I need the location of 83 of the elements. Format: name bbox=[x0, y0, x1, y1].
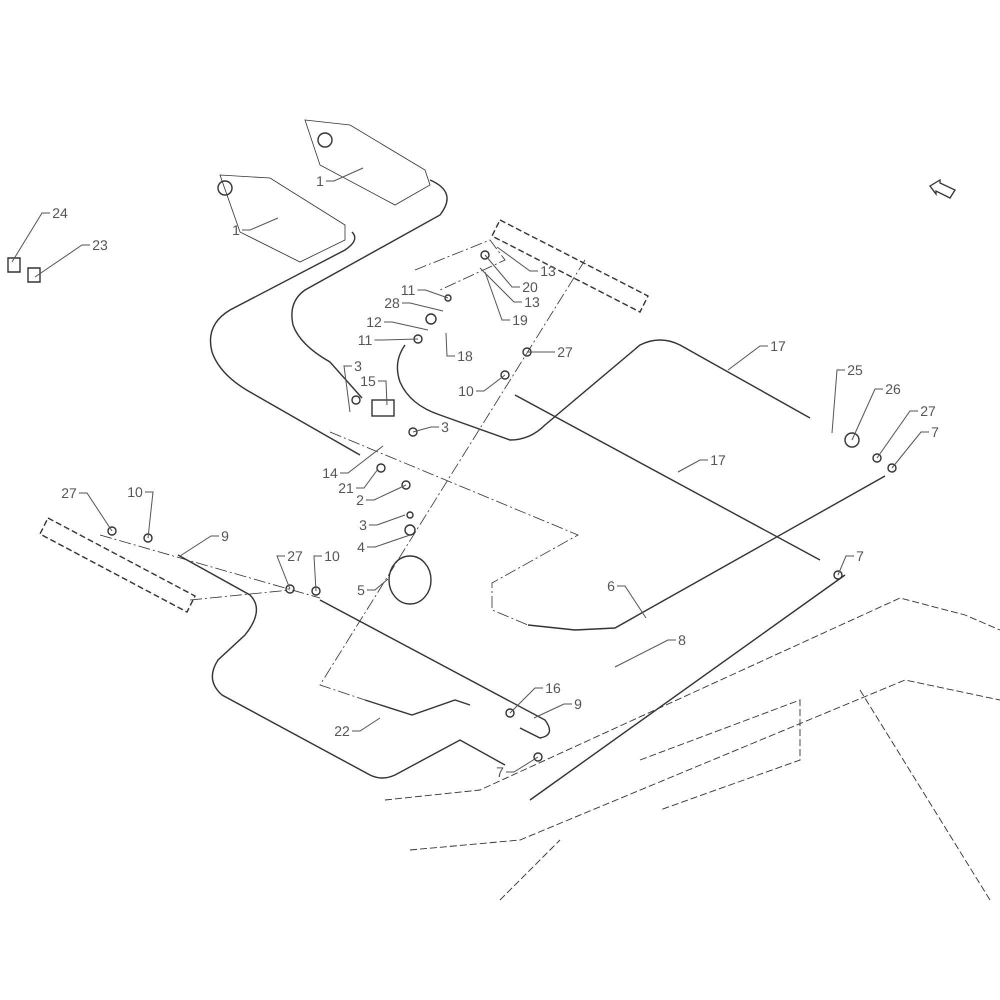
leader-line bbox=[326, 168, 364, 182]
callout-number: 2 bbox=[356, 493, 364, 507]
leader-line bbox=[366, 534, 410, 548]
leader-line bbox=[446, 332, 456, 356]
leader-line bbox=[402, 302, 444, 312]
leader-line bbox=[343, 366, 352, 412]
callout-number: 10 bbox=[458, 384, 474, 398]
leader-line bbox=[678, 460, 708, 472]
callout-number: 9 bbox=[574, 697, 582, 711]
leader-line bbox=[832, 370, 846, 434]
callout-number: 1 bbox=[316, 174, 324, 188]
callout-number: 27 bbox=[920, 404, 936, 418]
leader-line bbox=[374, 338, 418, 340]
callout-number: 3 bbox=[354, 359, 362, 373]
leader-line bbox=[614, 640, 676, 668]
callout-number: 11 bbox=[358, 333, 372, 347]
leader-line bbox=[384, 322, 428, 330]
callout-number: 3 bbox=[359, 518, 367, 532]
leader-line bbox=[892, 432, 930, 468]
callout-number: 18 bbox=[457, 349, 473, 363]
callout-number: 22 bbox=[334, 724, 350, 738]
callout-number: 4 bbox=[357, 540, 365, 554]
leader-line bbox=[412, 426, 440, 432]
callout-number: 5 bbox=[357, 583, 365, 597]
callout-number: 15 bbox=[360, 374, 376, 388]
callout-number: 23 bbox=[92, 238, 108, 252]
callout-number: 13 bbox=[524, 295, 540, 309]
callout-number: 19 bbox=[512, 313, 528, 327]
callout-number: 7 bbox=[496, 765, 504, 779]
leader-line bbox=[480, 268, 522, 302]
leader-line bbox=[180, 536, 220, 556]
callout-number: 12 bbox=[366, 315, 382, 329]
leader-line bbox=[378, 380, 388, 406]
leader-line bbox=[78, 492, 112, 532]
callout-number: 3 bbox=[441, 420, 449, 434]
callout-number: 28 bbox=[384, 296, 400, 310]
callout-number: 11 bbox=[400, 283, 416, 297]
leader-line bbox=[276, 556, 290, 590]
leader-line bbox=[366, 484, 406, 500]
callout-number: 8 bbox=[678, 633, 686, 647]
leader-line bbox=[496, 246, 538, 272]
callout-number: 17 bbox=[770, 339, 786, 353]
leader-line bbox=[368, 514, 406, 526]
callout-number: 17 bbox=[710, 453, 726, 467]
callout-number: 21 bbox=[338, 481, 354, 495]
leader-line bbox=[534, 704, 572, 718]
callout-number: 14 bbox=[322, 466, 338, 480]
leader-line bbox=[616, 586, 646, 618]
callout-number: 20 bbox=[522, 280, 538, 294]
leader-line bbox=[366, 578, 388, 590]
leader-line bbox=[242, 218, 278, 230]
leader-line bbox=[12, 212, 50, 262]
callout-number: 24 bbox=[52, 206, 68, 220]
callout-number: 9 bbox=[221, 529, 229, 543]
leader-line bbox=[506, 756, 538, 772]
leader-line bbox=[34, 244, 90, 278]
callout-number: 27 bbox=[61, 486, 77, 500]
leader-line bbox=[876, 410, 918, 458]
leader-line bbox=[356, 468, 378, 488]
callout-number: 6 bbox=[607, 579, 615, 593]
callout-number: 16 bbox=[545, 681, 561, 695]
leader-line bbox=[484, 272, 510, 320]
leader-line bbox=[352, 718, 380, 732]
callout-number: 27 bbox=[287, 549, 303, 563]
callout-number: 10 bbox=[324, 549, 340, 563]
callout-number: 7 bbox=[856, 549, 864, 563]
leader-line bbox=[144, 492, 154, 538]
leader-line bbox=[340, 446, 384, 474]
leader-line bbox=[476, 374, 506, 392]
callout-number: 26 bbox=[885, 382, 901, 396]
callout-number: 1 bbox=[232, 223, 240, 237]
callout-number: 25 bbox=[847, 363, 863, 377]
callout-number: 27 bbox=[557, 345, 573, 359]
leader-line bbox=[728, 346, 768, 370]
leader-line bbox=[313, 556, 322, 592]
leader-line bbox=[484, 254, 520, 288]
leader-line bbox=[852, 388, 884, 440]
callout-number: 13 bbox=[540, 264, 556, 278]
callout-number: 10 bbox=[127, 485, 143, 499]
callout-number: 7 bbox=[931, 425, 939, 439]
leader-line bbox=[510, 688, 544, 714]
leader-line bbox=[417, 290, 448, 298]
leader-line bbox=[838, 556, 854, 576]
